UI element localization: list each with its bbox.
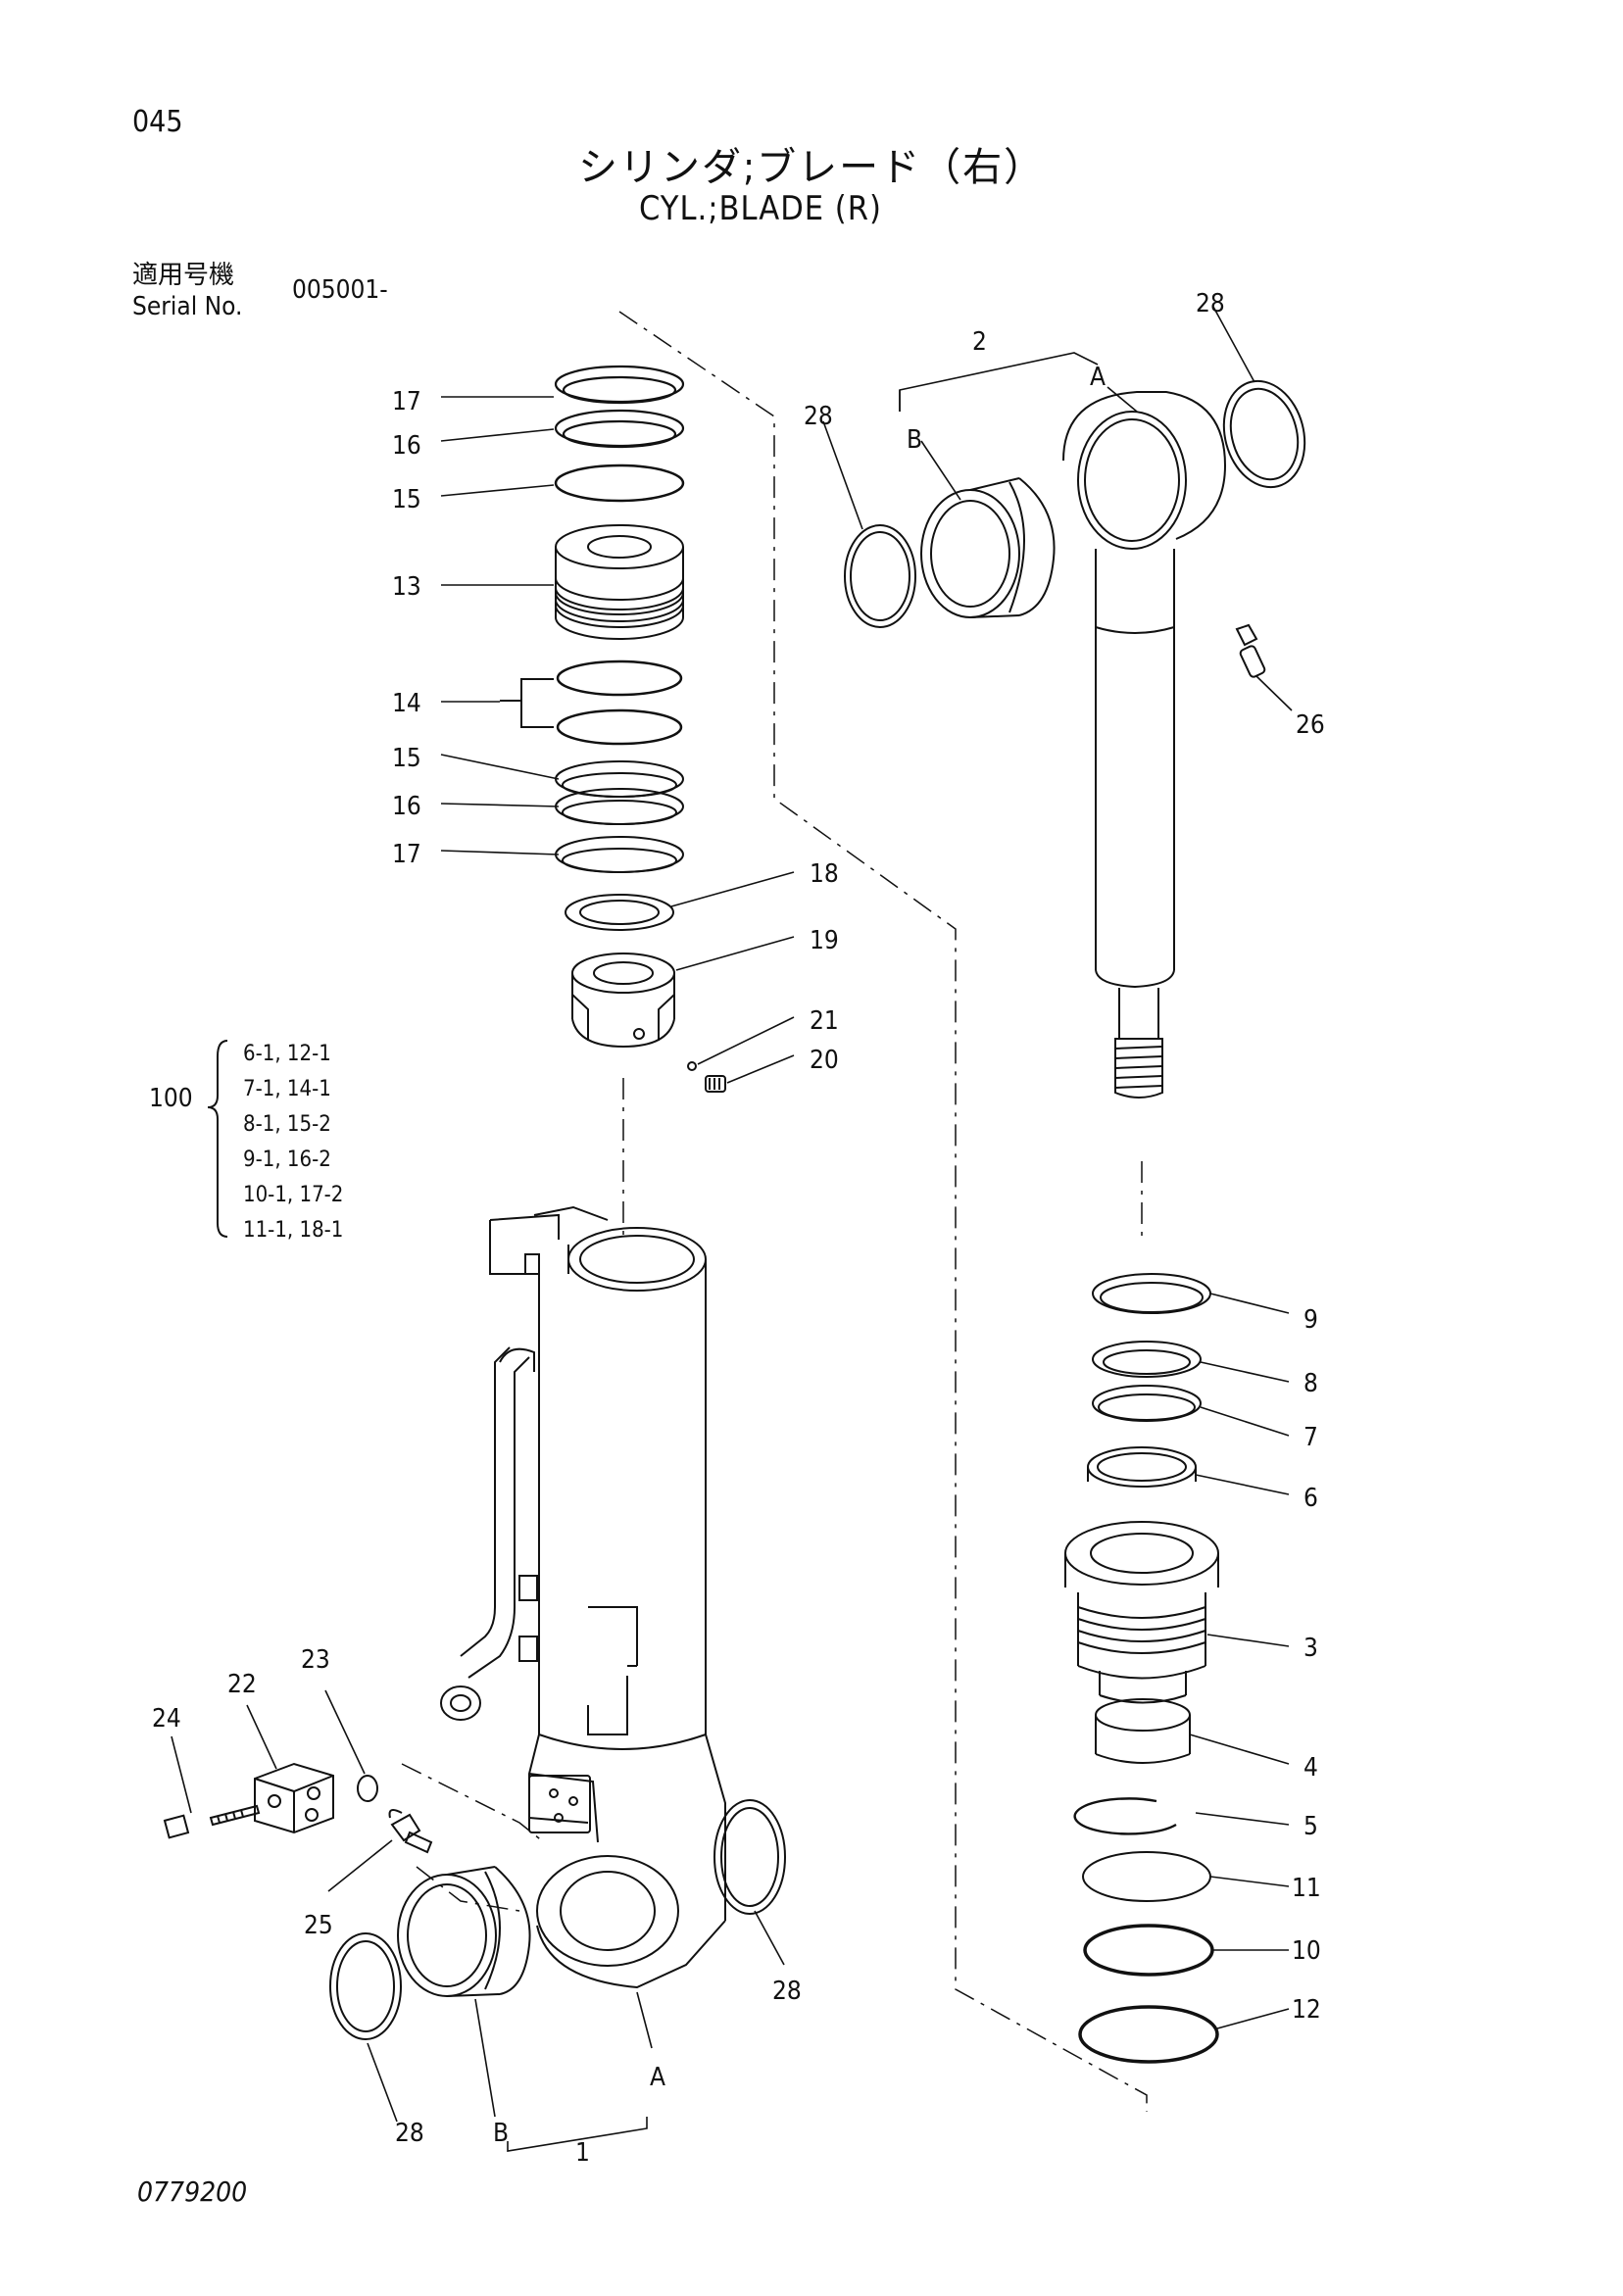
block-22: [255, 1764, 333, 1832]
assembly-guides: [402, 312, 1147, 2112]
callout-2: 2: [972, 327, 987, 357]
callout-24: 24: [152, 1704, 181, 1734]
leaders-right: [1190, 1294, 1289, 2028]
kit-brace: [208, 1041, 227, 1237]
kit-number: 100: [149, 1084, 193, 1113]
page-number: 045: [132, 105, 183, 139]
ring-16-lower: [556, 789, 683, 824]
serial-label-en: Serial No.: [132, 292, 243, 321]
callout-20: 20: [810, 1046, 839, 1075]
callout-26: 26: [1296, 710, 1325, 740]
rod-assembly-2: [1063, 392, 1225, 1098]
ring-8: [1093, 1342, 1201, 1377]
kit-row: 7-1, 14-1: [243, 1077, 331, 1101]
leaders-upper-right: [823, 307, 1292, 710]
ring-28-upper-left: [845, 525, 915, 627]
callout-21: 21: [810, 1006, 839, 1036]
cylinder-tube-1: [441, 1207, 725, 1987]
kit-row: 10-1, 17-2: [243, 1183, 344, 1207]
title-english: CYL.;BLADE (R): [639, 189, 882, 228]
bushing-lower: [398, 1867, 530, 1996]
callout-b: B: [907, 425, 922, 455]
leaders-lower-left: [172, 1690, 784, 2151]
callout-8: 8: [1303, 1369, 1318, 1398]
grease-nipple-25: [390, 1810, 432, 1852]
bushing-upper: [921, 478, 1055, 617]
bolt-24: [165, 1806, 259, 1837]
callout-7: 7: [1303, 1423, 1318, 1452]
callout-15: 15: [392, 485, 421, 514]
drawing-number: 0779200: [137, 2175, 248, 2208]
callout-6: 6: [1303, 1484, 1318, 1513]
serial-label-jp: 適用号機: [132, 261, 235, 290]
title-japanese: シリンダ;ブレード（右）: [578, 145, 1046, 190]
callout-1: 1: [575, 2138, 590, 2168]
ring-12: [1080, 2007, 1217, 2062]
serial-number: 005001-: [292, 275, 388, 305]
serial-label: 適用号機 Serial No.: [132, 260, 242, 322]
callout-28: 28: [772, 1977, 802, 2006]
piston-13: [556, 525, 683, 639]
washer-18: [566, 895, 673, 930]
callout-19: 19: [810, 926, 839, 955]
callout-25: 25: [304, 1911, 333, 1940]
callout-17: 17: [392, 387, 421, 416]
nut-19: [572, 953, 674, 1047]
callout-16: 16: [392, 431, 421, 461]
bracket-2: [900, 353, 1098, 412]
callout-a: A: [1090, 363, 1106, 392]
callout-b: B: [493, 2119, 509, 2148]
callout-10: 10: [1292, 1936, 1321, 1966]
ring-6: [1088, 1447, 1196, 1487]
bracket-14: [500, 679, 554, 727]
ring-7: [1093, 1386, 1201, 1421]
ring-28-upper-right: [1212, 372, 1316, 497]
ring-14a: [558, 661, 681, 695]
ring-17-lower: [556, 837, 683, 872]
bushing-4: [1096, 1699, 1190, 1763]
ring-16-upper: [556, 411, 683, 447]
kit-row: 11-1, 18-1: [243, 1218, 344, 1243]
oring-23: [358, 1776, 377, 1801]
callout-28: 28: [1196, 289, 1225, 318]
callout-a: A: [650, 2063, 665, 2092]
callout-28: 28: [395, 2119, 424, 2148]
callout-5: 5: [1303, 1812, 1318, 1841]
ring-10: [1085, 1926, 1212, 1975]
cylinder-head-3: [1065, 1522, 1218, 1703]
ring-17-upper: [556, 366, 683, 403]
callout-28: 28: [804, 402, 833, 431]
callout-15: 15: [392, 744, 421, 773]
callout-12: 12: [1292, 1995, 1321, 2025]
ring-11: [1083, 1852, 1210, 1901]
kit-row: 8-1, 15-2: [243, 1112, 331, 1137]
kit-row: 6-1, 12-1: [243, 1042, 331, 1066]
callout-23: 23: [301, 1645, 330, 1675]
callout-17: 17: [392, 840, 421, 869]
callout-13: 13: [392, 572, 421, 602]
ring-28-lower-right: [714, 1800, 785, 1914]
ball-21: [688, 1062, 696, 1070]
ring-15-upper: [556, 465, 683, 501]
grease-fitting-26: [1237, 625, 1266, 678]
kit-row: 9-1, 16-2: [243, 1148, 331, 1172]
ring-28-lower-left: [330, 1933, 401, 2039]
leaders-upper-left: [441, 397, 794, 1083]
callout-3: 3: [1303, 1634, 1318, 1663]
kit-list: 6-1, 12-1 7-1, 14-1 8-1, 15-2 9-1, 16-2 …: [243, 1037, 343, 1248]
ring-15-lower: [556, 761, 683, 797]
snap-ring-5: [1075, 1798, 1176, 1833]
callout-11: 11: [1292, 1874, 1321, 1903]
callout-4: 4: [1303, 1753, 1318, 1783]
callout-22: 22: [227, 1670, 257, 1699]
callout-14: 14: [392, 689, 421, 718]
ring-14b: [558, 710, 681, 744]
callout-18: 18: [810, 859, 839, 889]
setscrew-20: [706, 1076, 725, 1092]
callout-16: 16: [392, 792, 421, 821]
ring-9: [1093, 1274, 1210, 1313]
callout-9: 9: [1303, 1305, 1318, 1335]
